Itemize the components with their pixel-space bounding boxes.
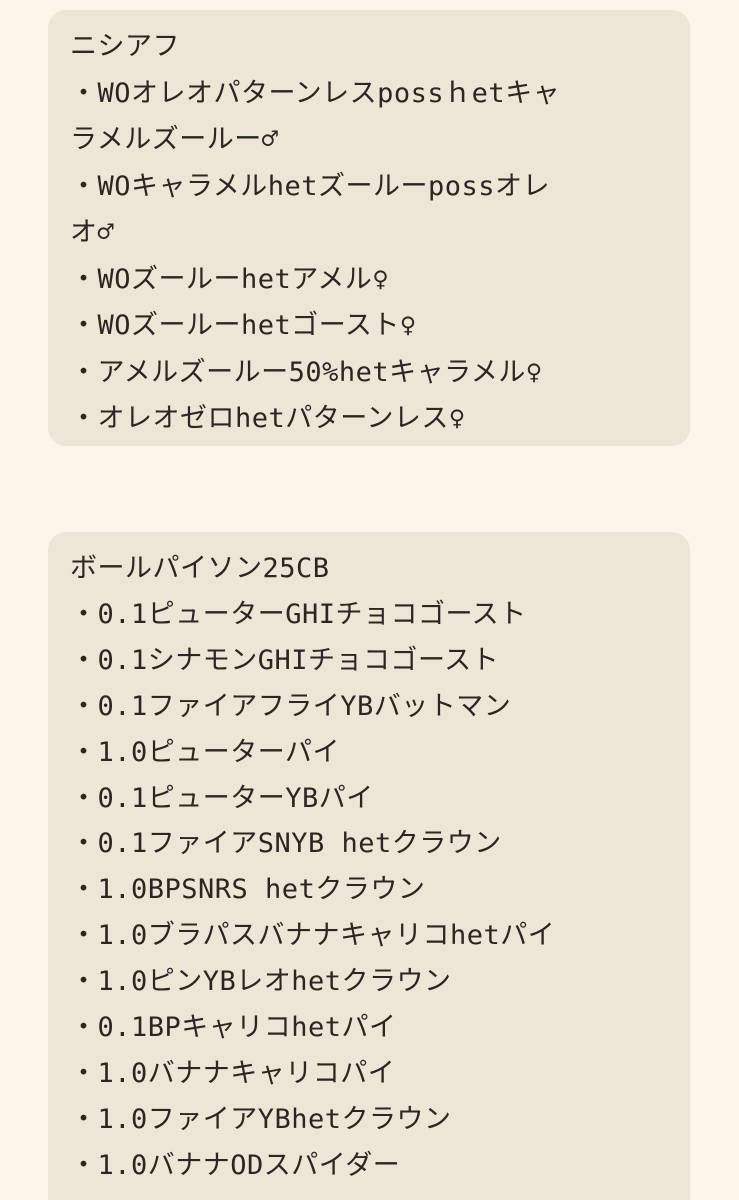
list-item: ・1.0ブラパスバナナキャリコhetパイ <box>70 920 556 952</box>
list-item: ラメルズールー♂ <box>70 124 279 155</box>
card-nishiafu: ニシアフ ・WOオレオパターンレスpossｈetキャ ラメルズールー♂ ・WOキ… <box>48 10 690 446</box>
list-item: ・1.0BPSNRS hetクラウン <box>70 874 426 906</box>
list-item: ・WOオレオパターンレスpossｈetキャ <box>70 77 561 109</box>
list-item: ・0.1シナモンGHIチョコゴースト <box>70 644 500 676</box>
list-item: オ♂ <box>70 217 115 248</box>
list-item: ・アメルズールー50%hetキャラメル♀ <box>70 356 543 388</box>
list-item: ・1.0ファイアYBhetクラウン <box>70 1103 452 1135</box>
list-item: ・オレオゼロhetパターンレス♀ <box>70 403 466 434</box>
list-item: ・0.1ファイアフライYBバットマン <box>70 690 512 722</box>
list-item: ・1.0ピューターパイ <box>70 736 340 768</box>
list-item: ・WOズールーhetアメル♀ <box>70 263 390 295</box>
list-item: ・WOキャラメルhetズールーpossオレ <box>70 170 550 202</box>
list-item: ・0.1ピューターGHIチョコゴースト <box>70 598 527 630</box>
card-ball-python: ボールパイソン25CB ・0.1ピューターGHIチョコゴースト ・0.1シナモン… <box>48 532 690 1200</box>
list-item: ・1.0ピンYBレオhetクラウン <box>70 966 452 998</box>
list-item: ・0.1ピューターYBパイ <box>70 782 374 814</box>
list-item: ・0.1BPキャリコhetパイ <box>70 1012 397 1044</box>
card-title: ボールパイソン25CB <box>70 553 330 584</box>
list-item: ・1.0バナナキャリコパイ <box>70 1057 396 1089</box>
card-title: ニシアフ <box>70 31 180 62</box>
list-item: ・WOズールーhetゴースト♀ <box>70 310 417 341</box>
list-item: ・1.0バナナODスパイダー <box>70 1149 401 1181</box>
list-item: ・0.1ファイアSNYB hetクラウン <box>70 828 502 860</box>
